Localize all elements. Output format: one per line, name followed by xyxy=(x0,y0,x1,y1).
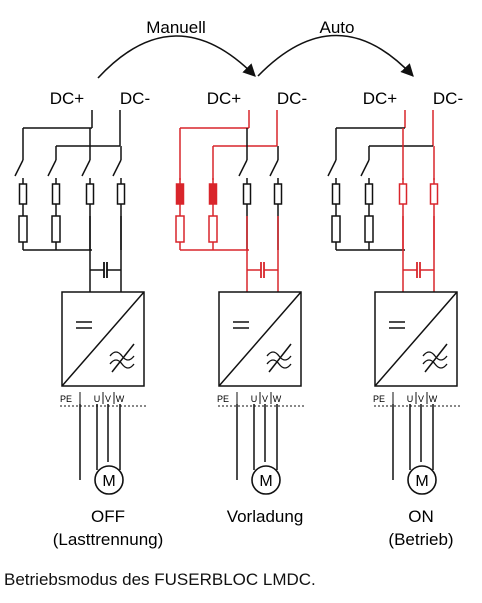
dc-minus-label: DC- xyxy=(120,89,150,108)
resistor xyxy=(175,215,185,243)
fuse xyxy=(116,183,126,205)
terminal-label-pe: PE xyxy=(373,394,385,404)
stage-subtitle: (Lasttrennung) xyxy=(53,530,164,549)
ac-arrow xyxy=(268,343,292,373)
fuse xyxy=(331,183,341,205)
fuse xyxy=(51,183,61,205)
drive-diagonal xyxy=(218,291,302,387)
motor-label: M xyxy=(102,473,115,490)
manual-arrow xyxy=(97,35,256,79)
switch-open xyxy=(47,159,57,177)
fuse xyxy=(85,183,95,205)
fuse xyxy=(273,183,283,205)
switch-open xyxy=(81,159,91,177)
stage-title: OFF xyxy=(91,507,125,526)
resistor xyxy=(364,215,374,243)
terminal-label-w: W xyxy=(273,394,282,404)
dc-minus-label: DC- xyxy=(433,89,463,108)
motor-symbol xyxy=(251,465,281,495)
switch-open xyxy=(327,159,337,177)
ac-arrow xyxy=(111,343,135,373)
switch-open xyxy=(14,159,24,177)
resistor xyxy=(51,215,61,243)
switch-open xyxy=(112,159,122,177)
auto-label: Auto xyxy=(320,18,355,37)
terminal-label-v: V xyxy=(262,394,268,404)
ac-symbol xyxy=(422,351,448,369)
motor-symbol xyxy=(407,465,437,495)
auto-arrow xyxy=(257,34,414,77)
dc-minus-label: DC- xyxy=(277,89,307,108)
motor-label: M xyxy=(259,473,272,490)
switch-open xyxy=(269,159,279,177)
drive-box xyxy=(218,291,302,387)
figure-caption: Betriebsmodus des FUSERBLOC LMDC. xyxy=(4,570,316,589)
terminal-label-u: U xyxy=(251,394,258,404)
terminal-label-pe: PE xyxy=(60,394,72,404)
terminal-label-v: V xyxy=(105,394,111,404)
drive-box xyxy=(61,291,145,387)
terminal-label-pe: PE xyxy=(217,394,229,404)
fuse xyxy=(429,183,439,205)
switch-open xyxy=(238,159,248,177)
dc-plus-label: DC+ xyxy=(363,89,398,108)
dc-plus-label: DC+ xyxy=(207,89,242,108)
manual-label: Manuell xyxy=(146,18,206,37)
fuse xyxy=(175,183,185,205)
drive-diagonal xyxy=(374,291,458,387)
resistor xyxy=(18,215,28,243)
fuse xyxy=(398,183,408,205)
motor-label: M xyxy=(415,473,428,490)
resistor xyxy=(331,215,341,243)
dc-plus-label: DC+ xyxy=(50,89,85,108)
drive-box xyxy=(374,291,458,387)
fuse xyxy=(364,183,374,205)
motor-symbol xyxy=(94,465,124,495)
ac-symbol xyxy=(266,351,292,369)
resistor xyxy=(208,215,218,243)
terminal-label-v: V xyxy=(418,394,424,404)
terminal-label-w: W xyxy=(429,394,438,404)
fuse xyxy=(18,183,28,205)
stage-title: ON xyxy=(408,507,434,526)
terminal-label-u: U xyxy=(407,394,414,404)
terminal-label-w: W xyxy=(116,394,125,404)
fuse xyxy=(242,183,252,205)
fuse xyxy=(208,183,218,205)
drive-diagonal xyxy=(61,291,145,387)
ac-arrow xyxy=(424,343,448,373)
ac-symbol xyxy=(109,351,135,369)
stage-title: Vorladung xyxy=(227,507,304,526)
terminal-label-u: U xyxy=(94,394,101,404)
switch-open xyxy=(360,159,370,177)
stage-subtitle: (Betrieb) xyxy=(388,530,453,549)
